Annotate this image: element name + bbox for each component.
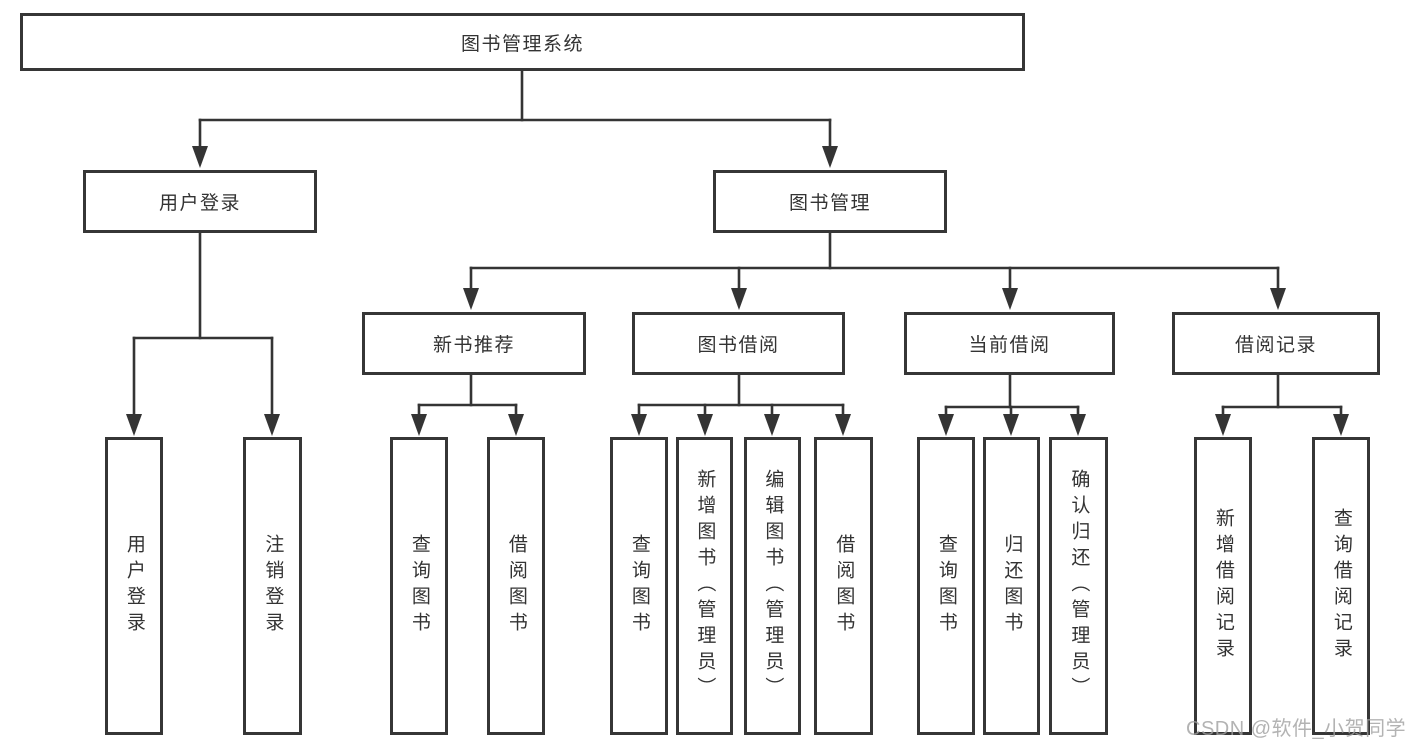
node-root: 图书管理系统 bbox=[20, 13, 1025, 71]
node-book-borrow: 图书借阅 bbox=[632, 312, 845, 375]
node-label: 查询图书 bbox=[628, 534, 650, 638]
node-label: 借阅图书 bbox=[833, 534, 855, 638]
arrowhead-icons bbox=[126, 146, 1349, 436]
node-new-book-recommend: 新书推荐 bbox=[362, 312, 586, 375]
node-label: 借阅图书 bbox=[505, 534, 527, 638]
node-label: 查询图书 bbox=[408, 534, 430, 638]
node-bb-borrow-books: 借阅图书 bbox=[814, 437, 873, 735]
node-logout-leaf: 注销登录 bbox=[243, 437, 302, 735]
csdn-watermark: CSDN @软件_小贺同学 bbox=[1186, 718, 1405, 740]
node-bb-add-books-admin: 新增图书（管理员） bbox=[676, 437, 733, 735]
node-bb-query-books: 查询图书 bbox=[610, 437, 668, 735]
node-book-management: 图书管理 bbox=[713, 170, 947, 233]
node-br-add-record: 新增借阅记录 bbox=[1194, 437, 1252, 735]
node-nbr-borrow-books: 借阅图书 bbox=[487, 437, 545, 735]
node-label: 用户登录 bbox=[123, 534, 145, 638]
node-user-login: 用户登录 bbox=[83, 170, 317, 233]
node-label: 新增借阅记录 bbox=[1212, 508, 1234, 664]
node-nbr-query-books: 查询图书 bbox=[390, 437, 448, 735]
node-bb-edit-books-admin: 编辑图书（管理员） bbox=[744, 437, 801, 735]
node-user-login-leaf: 用户登录 bbox=[105, 437, 163, 735]
node-label: 归还图书 bbox=[1001, 534, 1023, 638]
node-label: 新增图书（管理员） bbox=[694, 469, 716, 703]
node-label: 查询借阅记录 bbox=[1330, 508, 1352, 664]
node-label: 注销登录 bbox=[262, 534, 284, 638]
node-label: 编辑图书（管理员） bbox=[762, 469, 784, 703]
node-br-query-record: 查询借阅记录 bbox=[1312, 437, 1370, 735]
node-label: 确认归还（管理员） bbox=[1068, 469, 1090, 703]
node-cb-confirm-return-admin: 确认归还（管理员） bbox=[1049, 437, 1108, 735]
node-cb-return-books: 归还图书 bbox=[983, 437, 1040, 735]
node-borrow-records: 借阅记录 bbox=[1172, 312, 1380, 375]
node-current-borrow: 当前借阅 bbox=[904, 312, 1115, 375]
node-cb-query-books: 查询图书 bbox=[917, 437, 975, 735]
node-label: 查询图书 bbox=[935, 534, 957, 638]
